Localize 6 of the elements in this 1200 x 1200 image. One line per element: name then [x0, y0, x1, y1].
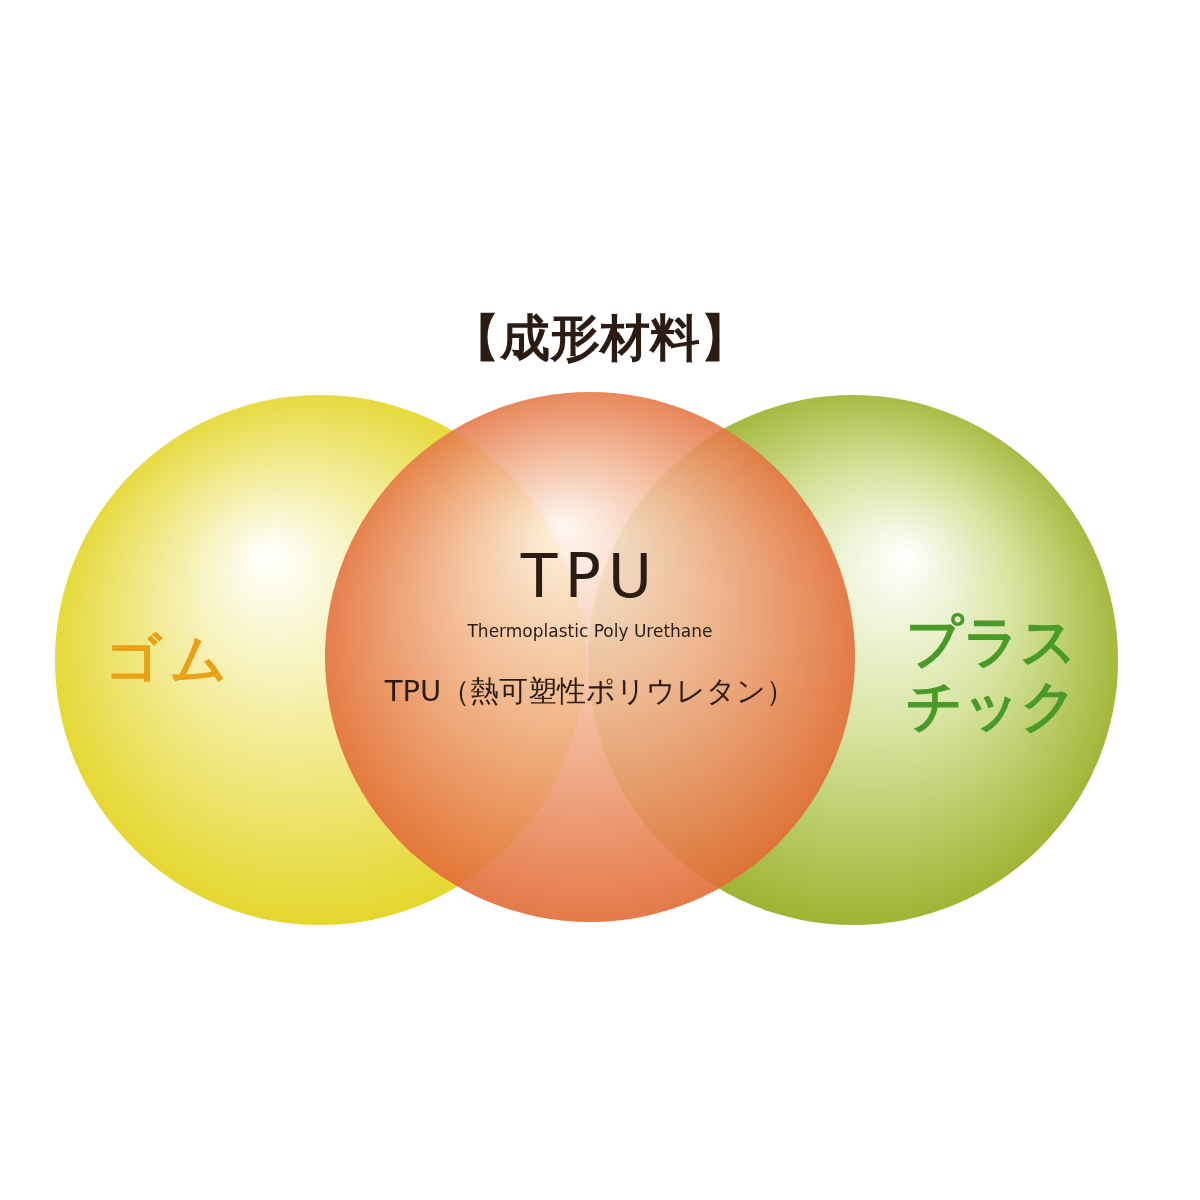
circle-label: TPU（熱可塑性ポリウレタン） [383, 675, 797, 709]
circle-label: プラスチック [906, 610, 1078, 739]
diagram-title: 【成形材料】 [449, 308, 751, 369]
circle-label: Thermoplastic Poly Urethane [466, 622, 714, 642]
circle-heading: TPU [519, 542, 661, 611]
circle-label: ゴム [105, 627, 236, 692]
